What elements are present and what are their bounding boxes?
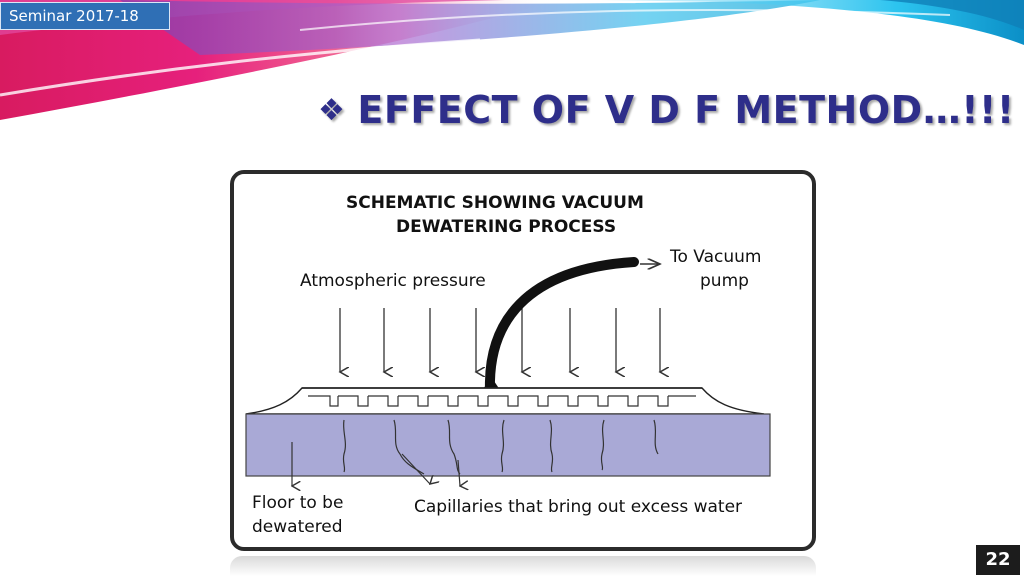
vacuum-hose	[484, 257, 639, 395]
floor-label-line1: Floor to be	[252, 493, 343, 513]
mat-filter-channels	[308, 395, 696, 407]
capillaries-label: Capillaries that bring out excess water	[414, 497, 742, 517]
slide-title: ❖ EFFECT OF V D F METHOD…!!!	[318, 82, 1015, 138]
vacuum-mat	[245, 387, 765, 415]
atmospheric-pressure-label: Atmospheric pressure	[300, 271, 486, 291]
diagram-title-line2: DEWATERING PROCESS	[396, 217, 616, 237]
vacuum-pump-label-line2: pump	[700, 271, 749, 291]
seminar-tag: Seminar 2017-18	[0, 2, 170, 30]
slide-title-text: EFFECT OF V D F METHOD…!!!	[357, 88, 1015, 132]
diagram-title-line1: SCHEMATIC SHOWING VACUUM	[346, 193, 644, 213]
diamond-bullet-icon: ❖	[318, 92, 346, 128]
header-swoosh	[0, 0, 1024, 120]
floor-label-line2: dewatered	[252, 517, 343, 537]
callout-arrows	[292, 442, 460, 486]
page-number: 22	[976, 545, 1020, 575]
capillary-lines	[342, 419, 659, 475]
concrete-floor-slab	[245, 413, 771, 477]
pressure-arrows	[340, 308, 660, 372]
diagram-frame: SCHEMATIC SHOWING VACUUM DEWATERING PROC…	[230, 170, 816, 551]
vacuum-dewatering-diagram: SCHEMATIC SHOWING VACUUM DEWATERING PROC…	[245, 193, 771, 537]
vacuum-pump-label-line1: To Vacuum	[669, 247, 761, 267]
frame-reflection	[230, 556, 816, 576]
